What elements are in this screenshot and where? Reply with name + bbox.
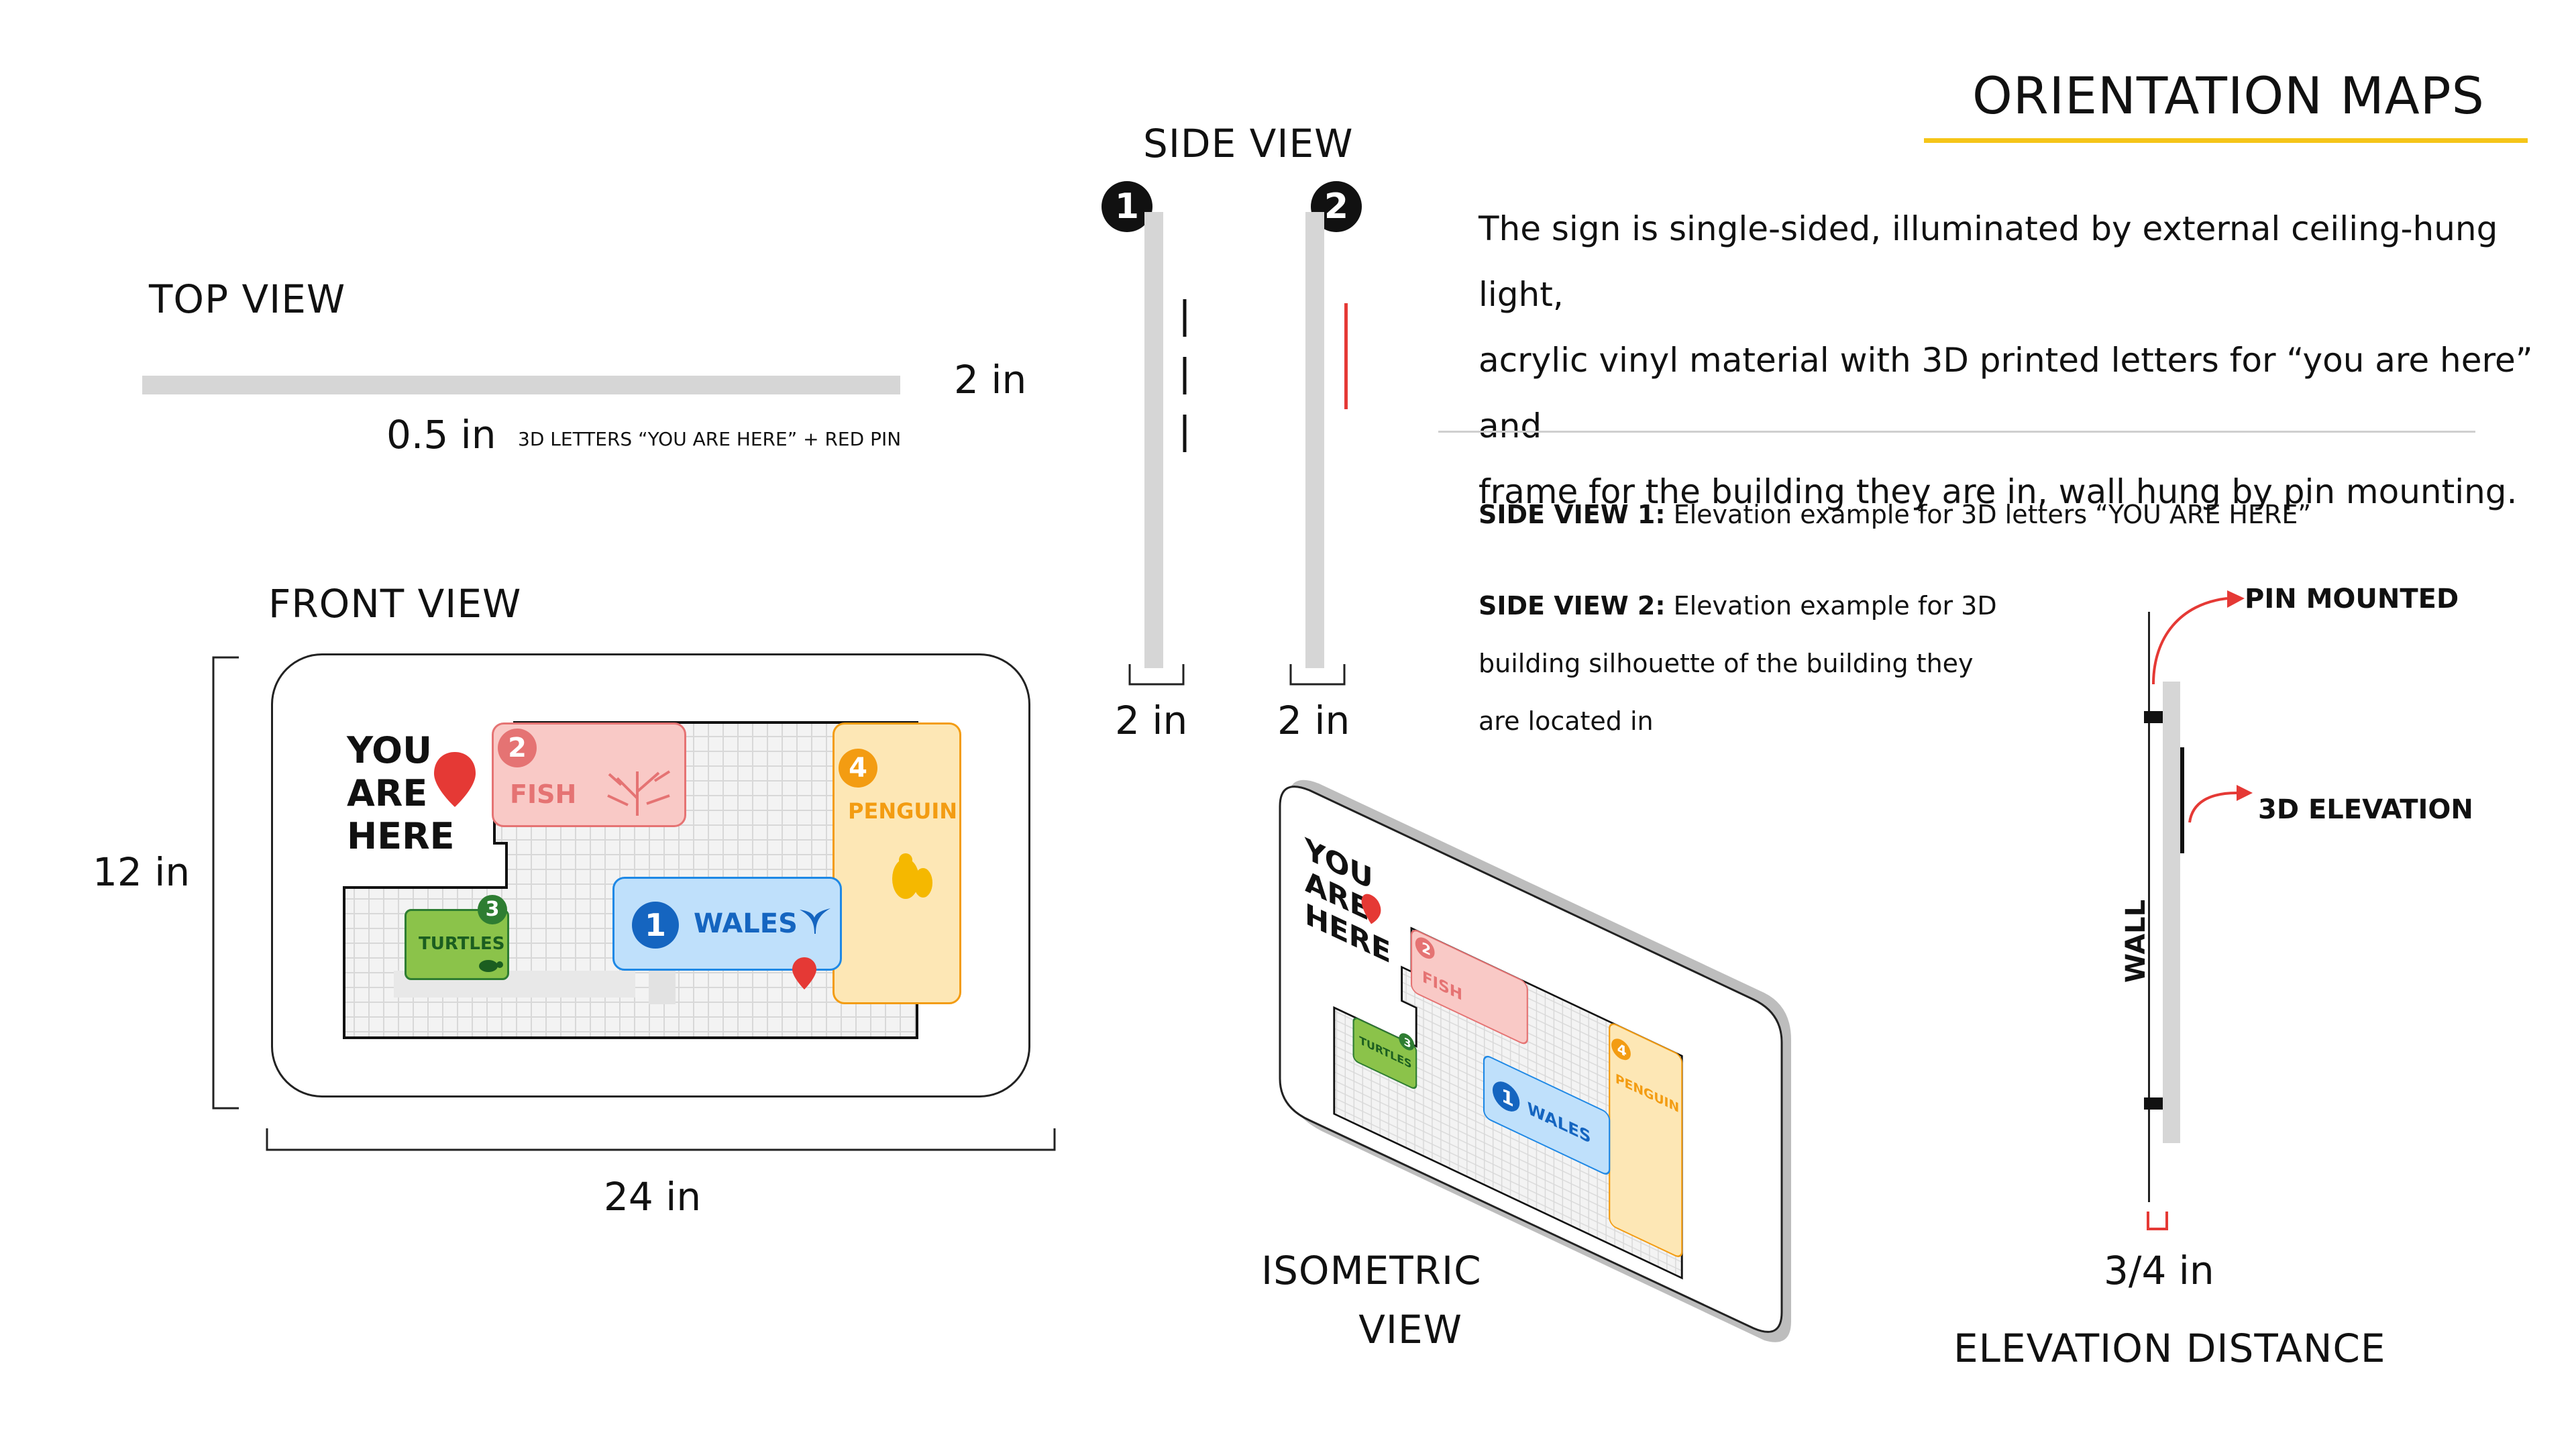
elevation-arrow-icon <box>2188 785 2253 823</box>
description-line: The sign is single-sided, illuminated by… <box>1479 209 2498 314</box>
zone-wales[interactable]: 1 WALES <box>612 877 842 971</box>
sign-panel-side <box>2163 682 2180 1143</box>
section-divider <box>1438 431 2475 433</box>
penguin-icon <box>892 853 932 899</box>
side-view-2-dimension: 2 in <box>1277 698 1350 743</box>
svg-text:4: 4 <box>1617 1040 1627 1061</box>
isometric-heading-line: VIEW <box>1358 1307 1462 1352</box>
side-view-dimension-brackets <box>1128 664 1346 686</box>
front-view-sign: YOU ARE HERE 2 FISH 4 PENGUIN 3 TURTLES <box>271 653 1030 1097</box>
you-are-here-line: ARE <box>347 772 428 814</box>
top-view-letters-note: 3D LETTERS “YOU ARE HERE” + RED PIN <box>518 428 902 450</box>
side-view-2-silhouette-mark <box>1344 303 1348 409</box>
front-view-dimension-lines <box>212 656 1056 1151</box>
pin-mount-bottom <box>2144 1097 2163 1110</box>
note-text: building silhouette of the building they <box>1479 649 1974 678</box>
note-label: SIDE VIEW 2: <box>1479 591 1666 621</box>
isometric-heading: ISOMETRIC VIEW <box>1261 1241 1482 1359</box>
side-view-1-badge: 1 <box>1102 181 1152 232</box>
pin-mounted-arrow-icon <box>2152 590 2245 685</box>
side-view-2-note: SIDE VIEW 2: Elevation example for 3D bu… <box>1479 577 1997 750</box>
note-label: SIDE VIEW 1: <box>1479 500 1666 529</box>
you-are-here-line: YOU <box>347 729 432 771</box>
front-view-height-label: 12 in <box>93 849 191 895</box>
page-title: ORIENTATION MAPS <box>1972 66 2485 125</box>
zone-number-badge: 2 <box>498 729 537 767</box>
side-view-1-letter-marks <box>1183 299 1187 452</box>
description-line: frame for the building they are in, wall… <box>1479 472 2518 511</box>
elevation-label: 3D ELEVATION <box>2258 794 2473 825</box>
note-text: Elevation example for 3D letters “YOU AR… <box>1665 500 2312 529</box>
top-view-panel-dimension: 2 in <box>954 357 1027 402</box>
front-view-heading: FRONT VIEW <box>268 581 522 627</box>
side-view-1-note: SIDE VIEW 1: Elevation example for 3D le… <box>1479 486 2311 543</box>
turtle-icon <box>479 960 503 972</box>
zone-number-badge: 1 <box>632 902 679 949</box>
title-underline <box>1924 138 2528 143</box>
pin-mounted-label: PIN MOUNTED <box>2245 584 2459 614</box>
wall-label: WALL <box>2121 899 2152 983</box>
side-view-2-panel <box>1305 212 1324 668</box>
whale-tail-icon <box>800 908 830 934</box>
top-view-panel-bar <box>142 376 900 394</box>
side-view-heading: SIDE VIEW <box>1143 121 1354 166</box>
description: The sign is single-sided, illuminated by… <box>1479 196 2576 525</box>
isometric-sign: 2 FISH 4 PENGUIN TURTLES 3 1 WALES YOU A… <box>1279 780 1791 1342</box>
note-text: Elevation example for 3D <box>1665 591 1997 621</box>
elevation-letter-mark <box>2180 747 2184 853</box>
zone-name: FISH <box>510 780 577 809</box>
coral-icon <box>607 770 671 816</box>
you-are-here-label: YOU ARE HERE <box>347 729 455 858</box>
zone-number-badge: 3 <box>478 895 507 924</box>
svg-text:2: 2 <box>1421 939 1431 959</box>
zone-fish[interactable]: 2 FISH <box>492 722 686 827</box>
elevation-distance-heading: ELEVATION DISTANCE <box>1953 1326 2386 1371</box>
zone-name: PENGUIN <box>848 798 958 824</box>
map-pin-icon <box>434 752 476 807</box>
zone-turtles[interactable]: 3 TURTLES <box>405 895 509 980</box>
top-view-letters-dimension: 0.5 in <box>386 412 496 458</box>
zone-number-badge: 4 <box>839 749 877 788</box>
map-pin-icon <box>792 957 816 989</box>
front-view-width-label: 24 in <box>604 1174 702 1220</box>
side-view-1-dimension: 2 in <box>1115 698 1188 743</box>
svg-text:3: 3 <box>1403 1035 1411 1051</box>
isometric-heading-line: ISOMETRIC <box>1261 1248 1482 1293</box>
zone-name: TURTLES <box>419 934 505 954</box>
elevation-distance-bracket <box>2147 1212 2168 1230</box>
wall-line <box>2148 612 2150 1202</box>
pin-mount-top <box>2144 711 2163 723</box>
zone-name: WALES <box>694 908 798 939</box>
svg-text:1: 1 <box>1501 1084 1514 1112</box>
you-are-here-line: HERE <box>347 815 455 857</box>
description-line: acrylic vinyl material with 3D printed l… <box>1479 341 2533 445</box>
side-view-1-panel <box>1144 212 1163 668</box>
note-text: are located in <box>1479 706 1654 736</box>
zone-penguin[interactable]: 4 PENGUIN <box>833 722 961 1004</box>
elevation-distance-value: 3/4 in <box>2104 1248 2214 1293</box>
top-view-heading: TOP VIEW <box>149 276 346 322</box>
